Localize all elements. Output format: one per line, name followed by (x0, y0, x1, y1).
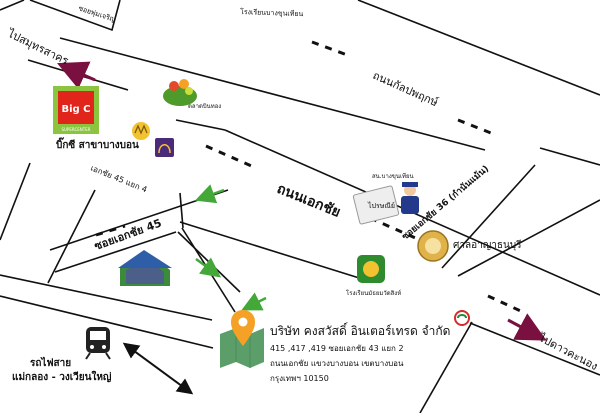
bigc-logo-text: Big C (61, 104, 90, 115)
road-soi36-left (441, 164, 536, 269)
route-arrows (194, 184, 267, 311)
route-arrow-2 (195, 257, 222, 278)
company-address-line1: 415 ,417 ,419 ซอยเอกชัย 43 แยก 2 (270, 344, 404, 353)
train-label-line2: แม่กลอง - วงเวียนใหญ่ (12, 370, 112, 383)
road-top-right-edge (357, 0, 600, 96)
company-address-line3: กรุงเทพฯ 10150 (270, 374, 329, 383)
company-map-icon (220, 328, 264, 368)
bigc-logo-subtext: SUPERCENTER (61, 127, 90, 132)
route-arrow-3 (241, 292, 267, 311)
arrow-to-samut-sakhon (57, 61, 96, 90)
road-label-kalapaphruek: ถนนกัลปพฤกษ์ (371, 69, 440, 109)
road-top-small-1 (29, 0, 121, 32)
road-rail-upper (0, 274, 213, 321)
road-ekkachai-upper-left (175, 119, 226, 131)
road-label-soi45-yaek4: เอกชัย 45 แยก 4 (89, 164, 148, 195)
road-soi45-upper (49, 189, 229, 251)
road-soi45-yaek4-right (179, 192, 184, 229)
direction-samut-sakhon: ไปสมุทรสาคร (5, 27, 96, 90)
route-arrow-1 (194, 184, 225, 204)
landmark-house (118, 250, 172, 286)
landmark-market: ตลาดบินทอง (163, 79, 221, 110)
post-office-label: ไปรษณีย์ (367, 201, 395, 210)
landmark-school: โรงเรียนมัธยมวัดสิงห์ (346, 255, 401, 297)
landmark-bigc: Big C SUPERCENTER บิ๊กซี สาขาบางบอน (53, 86, 139, 151)
market-label: ตลาดบินทอง (188, 103, 221, 110)
road-label-top-small: ซอยพุ่มเจริญ (77, 4, 116, 24)
road-label-main: ถนนเอกชัย (275, 181, 343, 221)
police-label: สน.บางขุนเทียน (372, 172, 414, 180)
location-pin-icon (231, 310, 255, 346)
road-bottom-right (419, 321, 473, 413)
road-top-left-edge (0, 0, 25, 11)
label-to-samut-sakhon: ไปสมุทรสาคร (5, 27, 71, 68)
krungsri-bank-icon (132, 122, 150, 140)
bigc-label: บิ๊กซี สาขาบางบอน (56, 137, 139, 151)
road-rail-lower (0, 295, 214, 349)
road-soi45-yaek4-left (47, 189, 96, 284)
direction-dao-khanong: ไปดาวคะนอง (507, 313, 600, 373)
train-label-line1: รถไฟสาย (30, 356, 71, 369)
company-name: บริษัท คงสวัสดิ์ อินเตอร์เทรด จำกัด (270, 322, 450, 338)
road-kalapaphruek-upper (59, 37, 486, 151)
arrow-to-dao-khanong (507, 313, 547, 341)
company-location: บริษัท คงสวัสดิ์ อินเตอร์เทรด จำกัด 415 … (220, 310, 450, 383)
road-label-top-right-small: โรงเรียนบางขุนเทียน (240, 7, 304, 18)
bank-icons (132, 122, 174, 157)
road-soi36-right (457, 199, 600, 277)
company-address-line2: ถนนเอกชัย แขวงบางบอน เขตบางบอน (270, 359, 404, 368)
road-to-company-left (181, 227, 236, 313)
railway-double-arrow (122, 342, 194, 395)
road-left-vertical-1 (0, 162, 31, 241)
landmark-train: รถไฟสาย แม่กลอง - วงเวียนใหญ่ (12, 327, 194, 395)
scb-bank-icon (155, 138, 174, 157)
road-ekkachai-lower (179, 221, 373, 283)
road-center-dashes (95, 40, 526, 315)
label-to-dao-khanong: ไปดาวคะนอง (536, 331, 600, 373)
road-kalapaphruek-right (539, 147, 600, 166)
road-soi45-lower (54, 231, 177, 273)
kbank-icon (454, 310, 470, 326)
road-ekkachai-lower-right (469, 322, 600, 376)
landmark-post-police: ไปรษณีย์ สน.บางขุนเทียน (352, 172, 419, 225)
landmark-court: ศาลอาญาธนบุรี (417, 230, 522, 262)
school-label: โรงเรียนมัธยมวัดสิงห์ (346, 289, 401, 297)
landmark-kbank (454, 310, 470, 326)
post-office-icon (352, 185, 400, 225)
road-kalapaphruek-lower (27, 59, 129, 91)
court-label: ศาลอาญาธนบุรี (453, 239, 522, 251)
road-to-company-right (177, 231, 241, 293)
